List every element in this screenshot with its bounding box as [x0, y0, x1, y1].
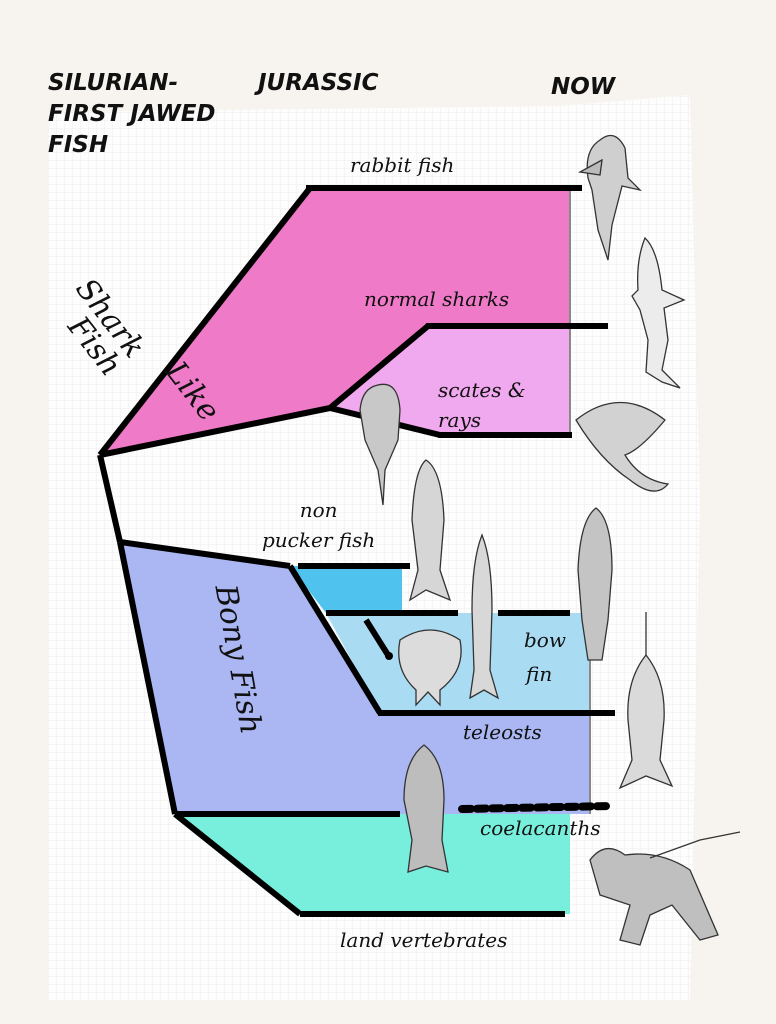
non-pucker-fish-illustration — [408, 459, 452, 602]
bony-fish-region — [120, 542, 590, 814]
normal-sharks-label: normal sharks — [364, 287, 510, 311]
land-stem — [173, 811, 302, 917]
teleosts-label: teleosts — [463, 720, 542, 744]
land-vertebrates-label: land vertebrates — [340, 928, 508, 952]
bow-fin-line-1: bow — [524, 628, 566, 652]
normal-sharks-stem — [328, 323, 430, 411]
era-silurian-label: SILURIAN- FIRST JAWED FISH — [48, 68, 268, 161]
monkey-illustration — [589, 831, 741, 946]
era-silurian-line-3: FISH — [48, 132, 109, 158]
coelacanth-dotted-line — [458, 802, 614, 813]
bow-fin-dot — [385, 652, 393, 660]
non-pucker-line-1: non — [299, 498, 338, 522]
bony-stem-lower — [117, 541, 178, 815]
era-silurian-line-2: FIRST JAWED — [48, 101, 216, 127]
bow-fin-line-2: fin — [526, 662, 553, 686]
gar-illustration — [469, 533, 500, 700]
bow-fin-label: bow fin — [524, 623, 566, 691]
shark-illustration — [631, 236, 686, 389]
coelacanth-illustration — [403, 744, 449, 873]
coelacanths-label: coelacanths — [480, 816, 601, 840]
era-jurassic-label: JURASSIC — [258, 70, 379, 96]
rabbit-fish-label: rabbit fish — [350, 153, 455, 177]
non-pucker-region — [290, 566, 402, 613]
bow-fin-tick — [363, 618, 391, 657]
era-now-label: NOW — [551, 74, 616, 100]
swordfish-illustration — [618, 612, 674, 790]
sunfish-illustration — [398, 629, 462, 707]
root-trunk — [97, 454, 123, 543]
guitarfish-illustration — [359, 383, 401, 506]
scates-rays-label: scates & rays — [438, 375, 526, 435]
rabbit-fish-illustration — [577, 134, 643, 261]
scates-rays-line-2: rays — [438, 408, 482, 432]
tree-lines — [97, 185, 615, 917]
bony-stem-upper — [119, 539, 291, 569]
non-pucker-line-2: pucker fish — [262, 528, 376, 552]
bow-fin-illustration — [577, 507, 613, 661]
shark-stem-lower — [99, 405, 331, 458]
non-pucker-fish-label: non pucker fish — [262, 495, 375, 555]
teleost-stem — [287, 564, 383, 715]
era-silurian-line-1: SILURIAN- — [48, 70, 179, 96]
lobe-fin-region — [175, 814, 570, 914]
skate-illustration — [575, 401, 670, 492]
scates-rays-line-1: scates & — [438, 378, 526, 402]
shark-stem-upper — [97, 186, 313, 457]
